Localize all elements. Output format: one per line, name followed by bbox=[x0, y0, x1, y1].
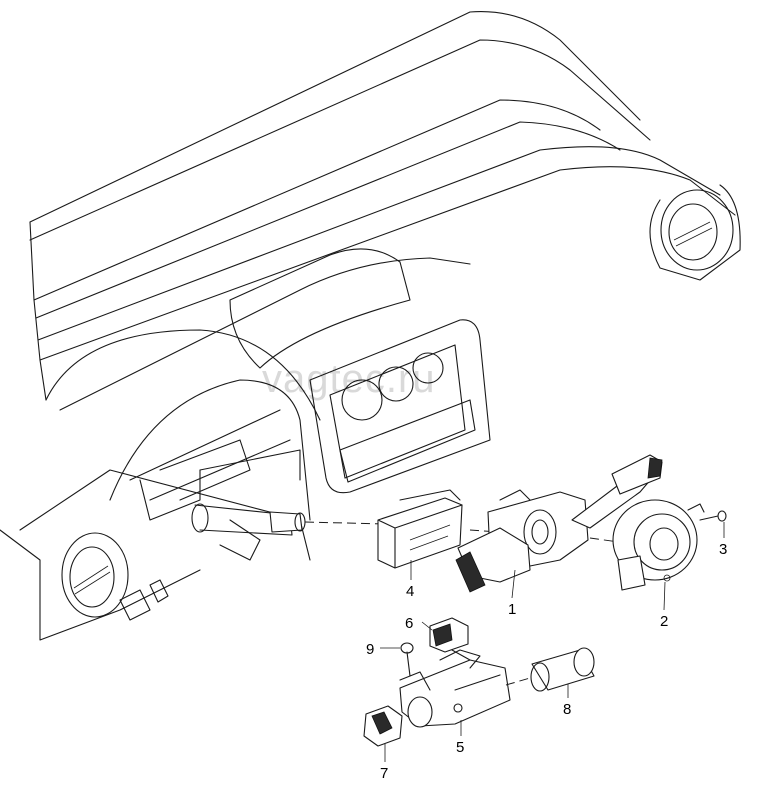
part-8-lock-cylinder bbox=[530, 647, 595, 692]
callout-7: 7 bbox=[380, 765, 388, 782]
callout-4: 4 bbox=[406, 583, 414, 600]
part-2-clock-spring bbox=[612, 499, 705, 591]
part-9-screw bbox=[400, 642, 414, 677]
callout-5: 5 bbox=[456, 739, 464, 756]
callout-8: 8 bbox=[563, 701, 571, 718]
assembly-line-lock bbox=[505, 677, 531, 686]
part-4-bracket bbox=[377, 489, 463, 569]
part-5-lock-housing bbox=[399, 649, 511, 728]
callout-2: 2 bbox=[660, 613, 668, 630]
part-7-ignition-switch bbox=[363, 705, 403, 747]
part-1-combination-switch bbox=[455, 454, 663, 593]
callout-3: 3 bbox=[719, 541, 727, 558]
leader-lines bbox=[380, 522, 725, 762]
callout-1: 1 bbox=[508, 601, 516, 618]
callout-9: 9 bbox=[366, 641, 374, 658]
part-3-screw bbox=[699, 510, 727, 522]
dashboard-outline bbox=[0, 11, 741, 641]
callout-6: 6 bbox=[405, 615, 413, 632]
